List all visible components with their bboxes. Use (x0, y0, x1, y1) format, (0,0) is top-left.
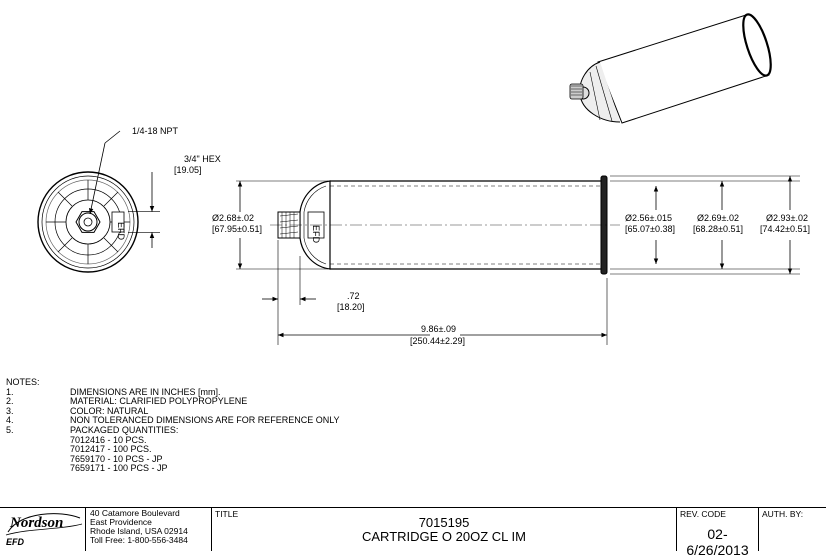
logo-swoosh-icon (5, 513, 83, 536)
flange-dia-mm: [74.42±0.51] (760, 224, 810, 234)
rev-value: 02-6/26/2013 (686, 526, 749, 558)
side-view-logo: EFD (311, 225, 321, 244)
note-item: 5. PACKAGED QUANTITIES: (6, 424, 340, 436)
thread-label: 1/4-18 NPT (132, 126, 179, 136)
note-number: 3. (6, 405, 14, 416)
side-view: EFD Ø2.68±.02 [67.95±0.51] Ø2.56±.015 [6… (212, 175, 810, 346)
note-text: PACKAGED QUANTITIES: (70, 424, 179, 435)
package-item: 7012416 - 10 PCS. (70, 434, 147, 445)
inner-dia: Ø2.56±.015 (625, 213, 672, 223)
rev-caption: REV. CODE (680, 509, 726, 519)
nozzle-length-mm: [18.20] (337, 302, 365, 312)
package-item: 7659171 - 100 PCS - JP (70, 463, 168, 474)
auth-caption: AUTH. BY: (762, 509, 804, 519)
overall-length-mm: [250.44±2.29] (410, 336, 465, 346)
outer-dia: Ø2.69±.02 (697, 213, 739, 223)
note-item: 4. NON TOLERANCED DIMENSIONS ARE FOR REFE… (6, 416, 340, 426)
note-item: 1. DIMENSIONS ARE IN INCHES [mm]. (6, 386, 340, 398)
note-number: 2. (6, 396, 14, 407)
hex-label: 3/4" HEX (184, 154, 221, 164)
hex-mm: [19.05] (174, 165, 202, 175)
title-block: Nordson EFD 40 Catamore Boulevard East P… (0, 507, 826, 558)
title-caption: TITLE (215, 509, 239, 519)
logo-wordmark: Nordson (10, 515, 64, 531)
note-number: 5. (6, 424, 14, 435)
address-line: 40 Catamore Boulevard (90, 508, 180, 518)
flange-dia: Ø2.93±.02 (766, 213, 808, 223)
logo-subtitle: EFD (6, 537, 24, 547)
notes: NOTES: 1.DIMENSIONS ARE IN INCHES [mm]. … (6, 377, 340, 474)
part-number: 7015195 (418, 515, 470, 530)
note-item: 2. MATERIAL: CLARIFIED POLYPROPYLENE (6, 397, 340, 407)
note-number: 4. (6, 415, 14, 426)
note-text: DIMENSIONS ARE IN INCHES [mm]. (70, 386, 221, 397)
end-view-logo: EFD (116, 222, 126, 241)
rev-cell: REV. CODE 02-6/26/2013 (677, 508, 759, 558)
note-text: MATERIAL: CLARIFIED POLYPROPYLENE (70, 396, 248, 407)
address-line: East Providence (90, 517, 152, 527)
outer-dia-nozzle-end: Ø2.68±.02 (212, 213, 254, 223)
isometric-view (569, 13, 772, 124)
outer-dia-nozzle-end-mm: [67.95±0.51] (212, 224, 262, 234)
outer-dia-mm: [68.28±0.51] (693, 224, 743, 234)
note-number: 1. (6, 386, 14, 397)
company-address: 40 Catamore Boulevard East Providence Rh… (86, 508, 212, 551)
part-name: CARTRIDGE O 20OZ CL IM (362, 529, 526, 544)
end-view: 1/4-18 NPT 3/4" HEX [19.05] EFD (37, 126, 221, 273)
address-line: Toll Free: 1-800-556-3484 (90, 535, 188, 545)
note-item: 3. COLOR: NATURAL (6, 405, 340, 417)
notes-heading: NOTES: (6, 377, 40, 387)
auth-cell: AUTH. BY: (759, 508, 826, 551)
package-item: 7659170 - 10 PCS - JP (70, 453, 163, 464)
note-text: NON TOLERANCED DIMENSIONS ARE FOR REFERE… (70, 415, 340, 426)
overall-length: 9.86±.09 (421, 324, 456, 334)
company-logo: Nordson EFD (0, 508, 86, 551)
package-item: 7012417 - 100 PCS. (70, 444, 152, 455)
inner-dia-mm: [65.07±0.38] (625, 224, 675, 234)
nozzle-length: .72 (347, 291, 360, 301)
technical-drawing: 1/4-18 NPT 3/4" HEX [19.05] EFD (37, 13, 810, 346)
title-cell: TITLE 7015195 CARTRIDGE O 20OZ CL IM (212, 508, 677, 551)
address-line: Rhode Island, USA 02914 (90, 526, 188, 536)
note-text: COLOR: NATURAL (70, 405, 149, 416)
